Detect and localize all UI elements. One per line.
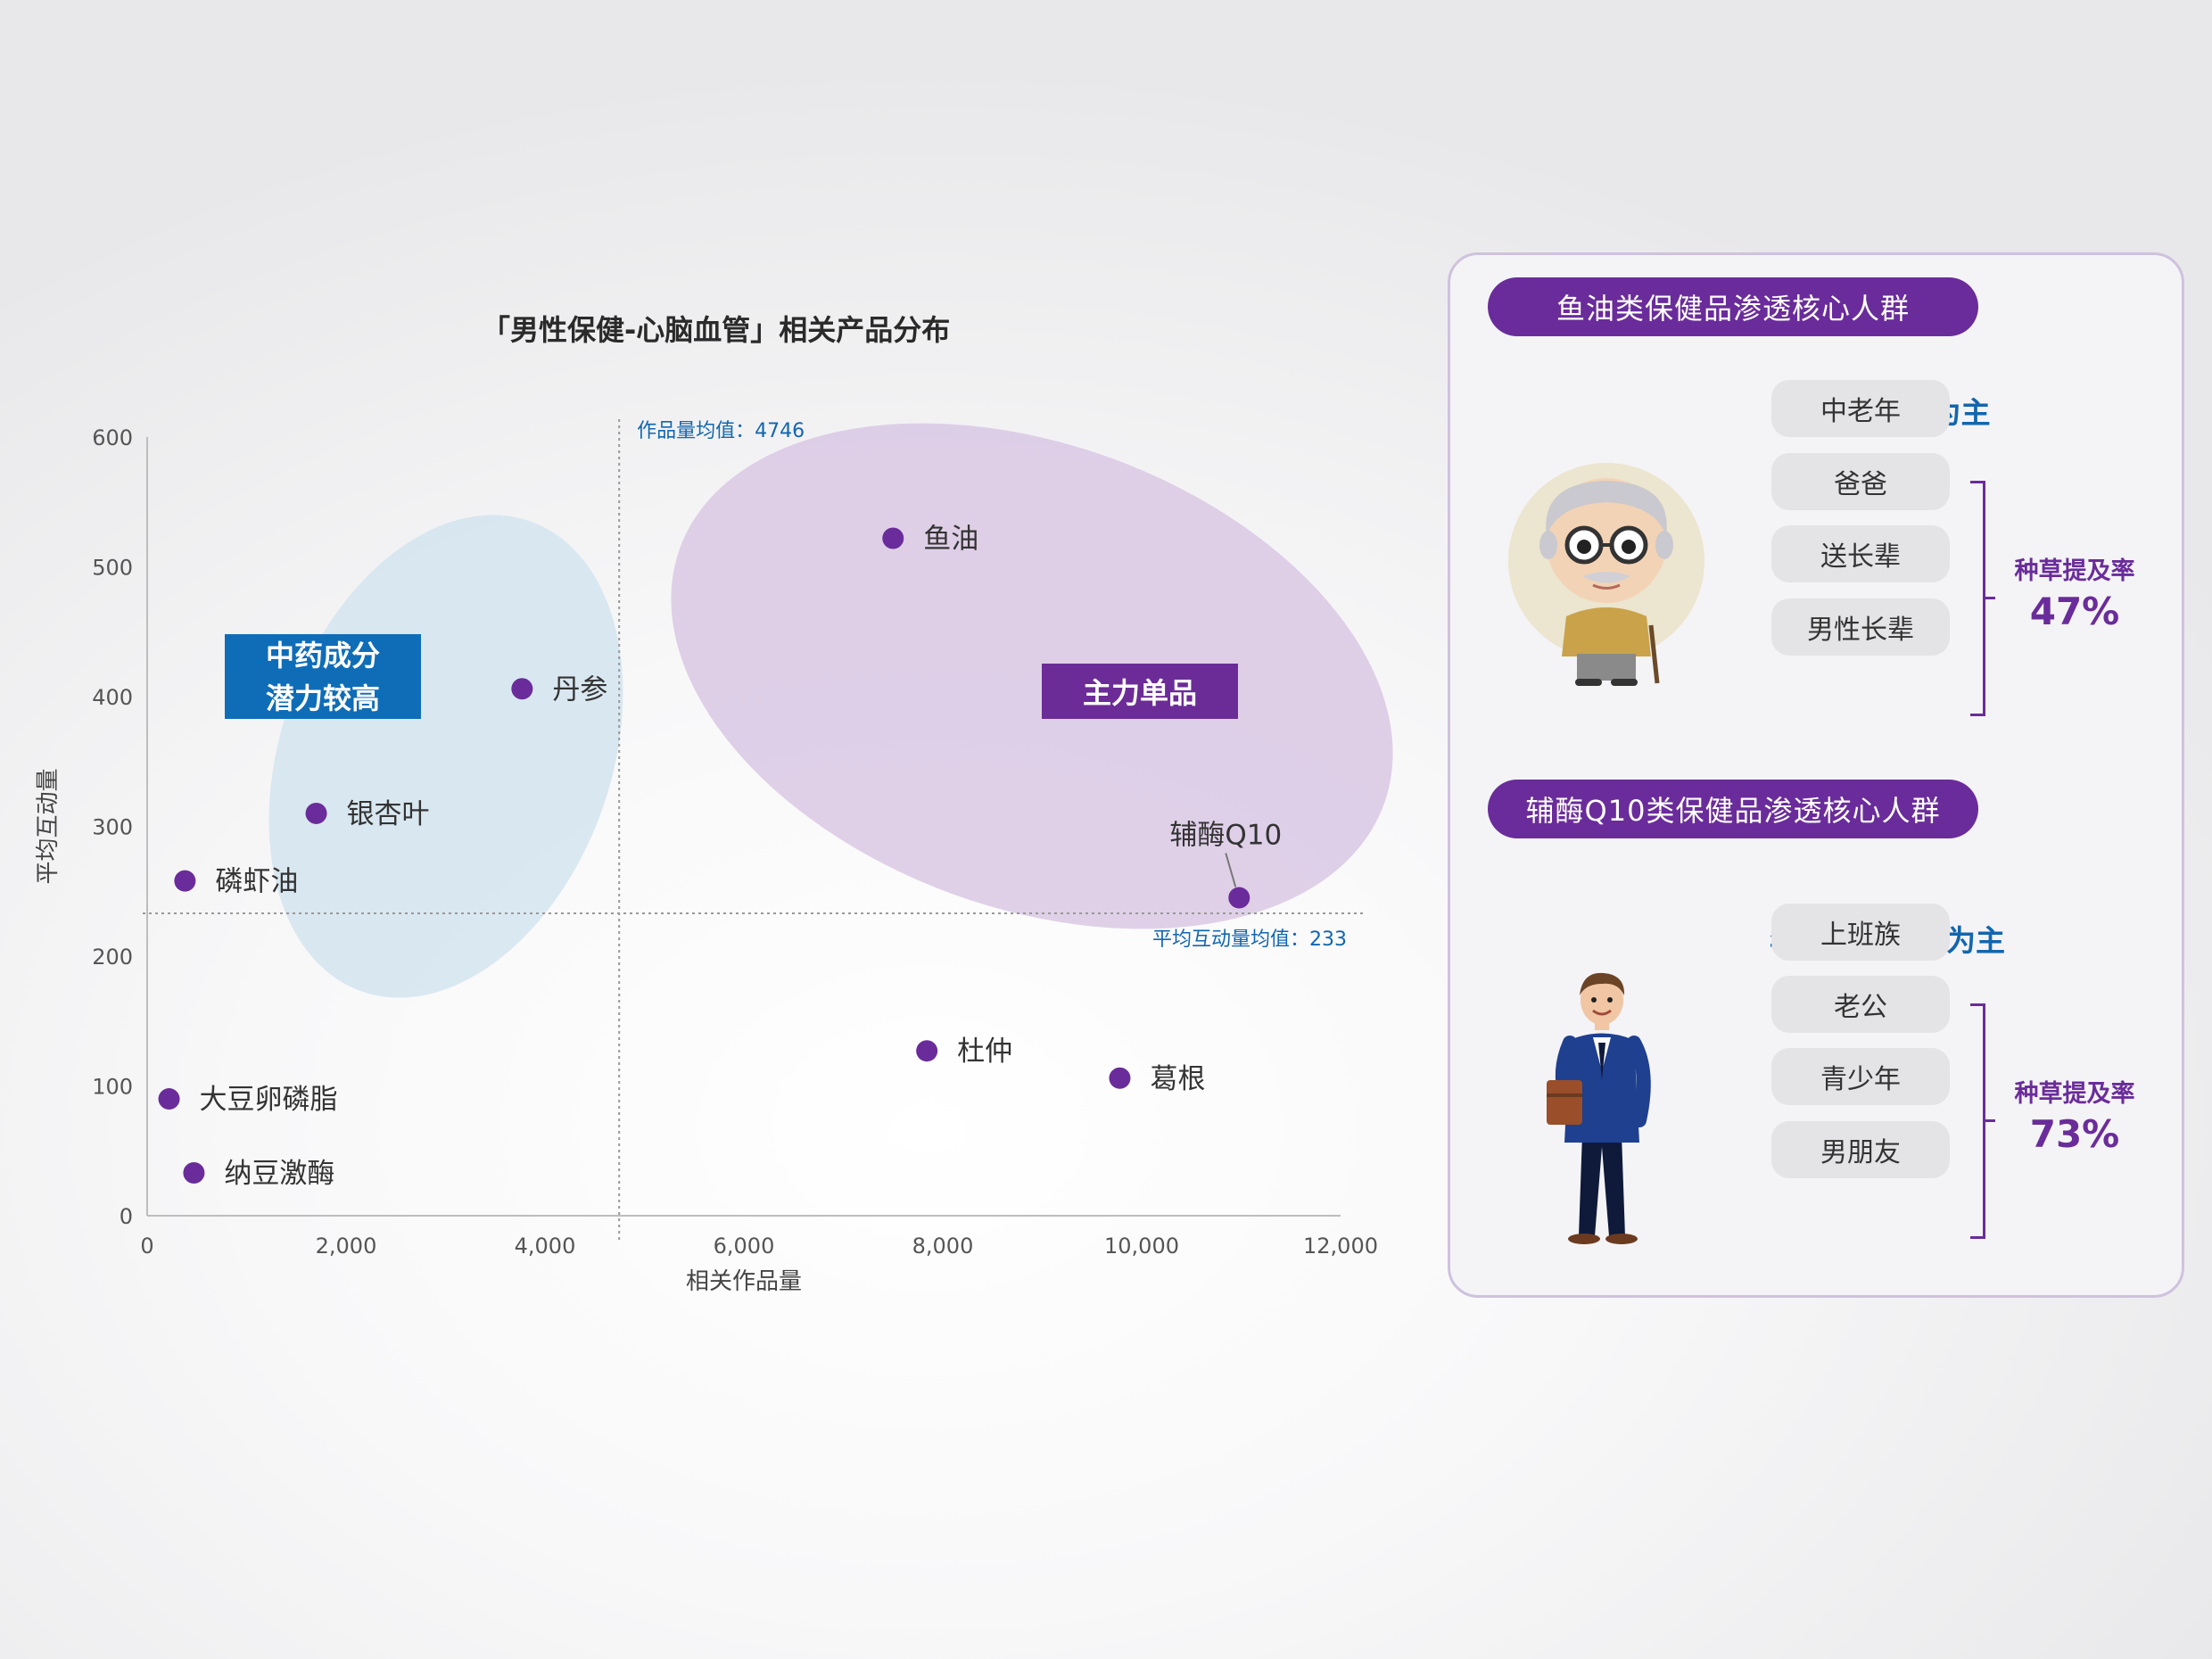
x-tick-label: 10,000	[1104, 1234, 1179, 1259]
x-axis-label: 相关作品量	[686, 1268, 802, 1295]
cluster-layer	[268, 423, 1393, 998]
audience-panel: 鱼油类保健品渗透核心人群 中老年人群为主 中老年 爸爸 送长辈 男性长	[1448, 252, 2184, 1298]
group2-tag: 青少年	[1771, 1048, 1950, 1105]
point-leader-line	[1225, 853, 1237, 887]
callout-main-product: 主力单品	[1042, 664, 1238, 719]
x-tick-label: 0	[140, 1234, 153, 1259]
data-point	[305, 802, 327, 824]
group1-tag: 爸爸	[1771, 453, 1950, 510]
callout-tcm-line1: 中药成分	[265, 638, 380, 673]
group2-tag: 男朋友	[1771, 1121, 1950, 1178]
data-point-label: 纳豆激酶	[224, 1158, 334, 1190]
data-point	[882, 527, 904, 549]
y-tick-label: 400	[92, 685, 133, 710]
data-point	[158, 1088, 180, 1110]
axis-layer: 0 2,000 4,000 6,000 8,000 10,000 12,000 0 100 200…	[35, 425, 1378, 1295]
data-point	[511, 678, 533, 700]
group1-heading: 鱼油类保健品渗透核心人群	[1488, 277, 1978, 336]
chart-title: 「男性保健-心脑血管」相关产品分布	[482, 313, 951, 347]
x-tick-label: 12,000	[1303, 1234, 1378, 1259]
elderly-man-avatar-icon	[1508, 463, 1704, 686]
y-tick-label: 300	[92, 815, 133, 840]
data-point-label: 葛根	[1150, 1063, 1205, 1095]
x-tick-label: 4,000	[515, 1234, 576, 1259]
y-tick-label: 200	[92, 945, 133, 970]
young-man-avatar-icon	[1547, 972, 1651, 1244]
data-point-label: 鱼油	[923, 523, 978, 555]
ref-label-y: 平均互动量均值：233	[1152, 929, 1347, 951]
group1-tag: 男性长辈	[1771, 598, 1950, 656]
data-point-label: 杜仲	[957, 1036, 1012, 1068]
group2-tag: 老公	[1771, 976, 1950, 1033]
data-point-label: 辅酶Q10	[1169, 820, 1282, 852]
cluster-main-ellipse	[671, 423, 1393, 929]
x-tick-label: 2,000	[316, 1234, 377, 1259]
y-tick-label: 600	[92, 425, 133, 450]
x-tick-label: 8,000	[912, 1234, 974, 1259]
data-point	[183, 1161, 205, 1184]
reference-lines: 作品量均值：4746 平均互动量均值：233	[143, 419, 1365, 1242]
data-point-label: 丹参	[552, 673, 607, 706]
group1-tag: 送长辈	[1771, 525, 1950, 582]
group2-heading: 辅酶Q10类保健品渗透核心人群	[1488, 780, 1978, 838]
scatter-chart: 0 2,000 4,000 6,000 8,000 10,000 12,000 0 100 200…	[35, 419, 1393, 1295]
group2-rate-value: 73%	[2029, 1112, 2120, 1156]
data-point	[1109, 1067, 1131, 1089]
callout-tcm-potential: 中药成分 潜力较高	[225, 634, 421, 719]
data-point	[174, 870, 196, 892]
data-point-label: 磷虾油	[215, 866, 298, 898]
data-point-label: 大豆卵磷脂	[200, 1084, 338, 1116]
y-tick-label: 0	[120, 1204, 133, 1229]
callout-tcm-line2: 潜力较高	[265, 681, 380, 715]
data-point-label: 银杏叶	[347, 798, 430, 830]
data-point	[916, 1040, 938, 1062]
group1-tag: 中老年	[1771, 380, 1950, 437]
group2-tag: 上班族	[1771, 904, 1950, 961]
group2-bracket-tick	[1983, 1119, 1995, 1122]
y-tick-label: 100	[92, 1075, 133, 1100]
data-point	[1228, 887, 1250, 909]
group1-rate-label: 种草提及率	[2014, 557, 2135, 585]
cluster-tcm-ellipse	[268, 515, 623, 998]
y-axis-label: 平均互动量	[35, 768, 62, 884]
y-tick-label: 500	[92, 556, 133, 581]
group1-rate-value: 47%	[2029, 590, 2120, 633]
x-tick-label: 6,000	[714, 1234, 775, 1259]
group1-bracket-tick	[1983, 597, 1995, 599]
ref-label-x: 作品量均值：4746	[637, 420, 805, 442]
group2-rate-label: 种草提及率	[2014, 1080, 2135, 1108]
